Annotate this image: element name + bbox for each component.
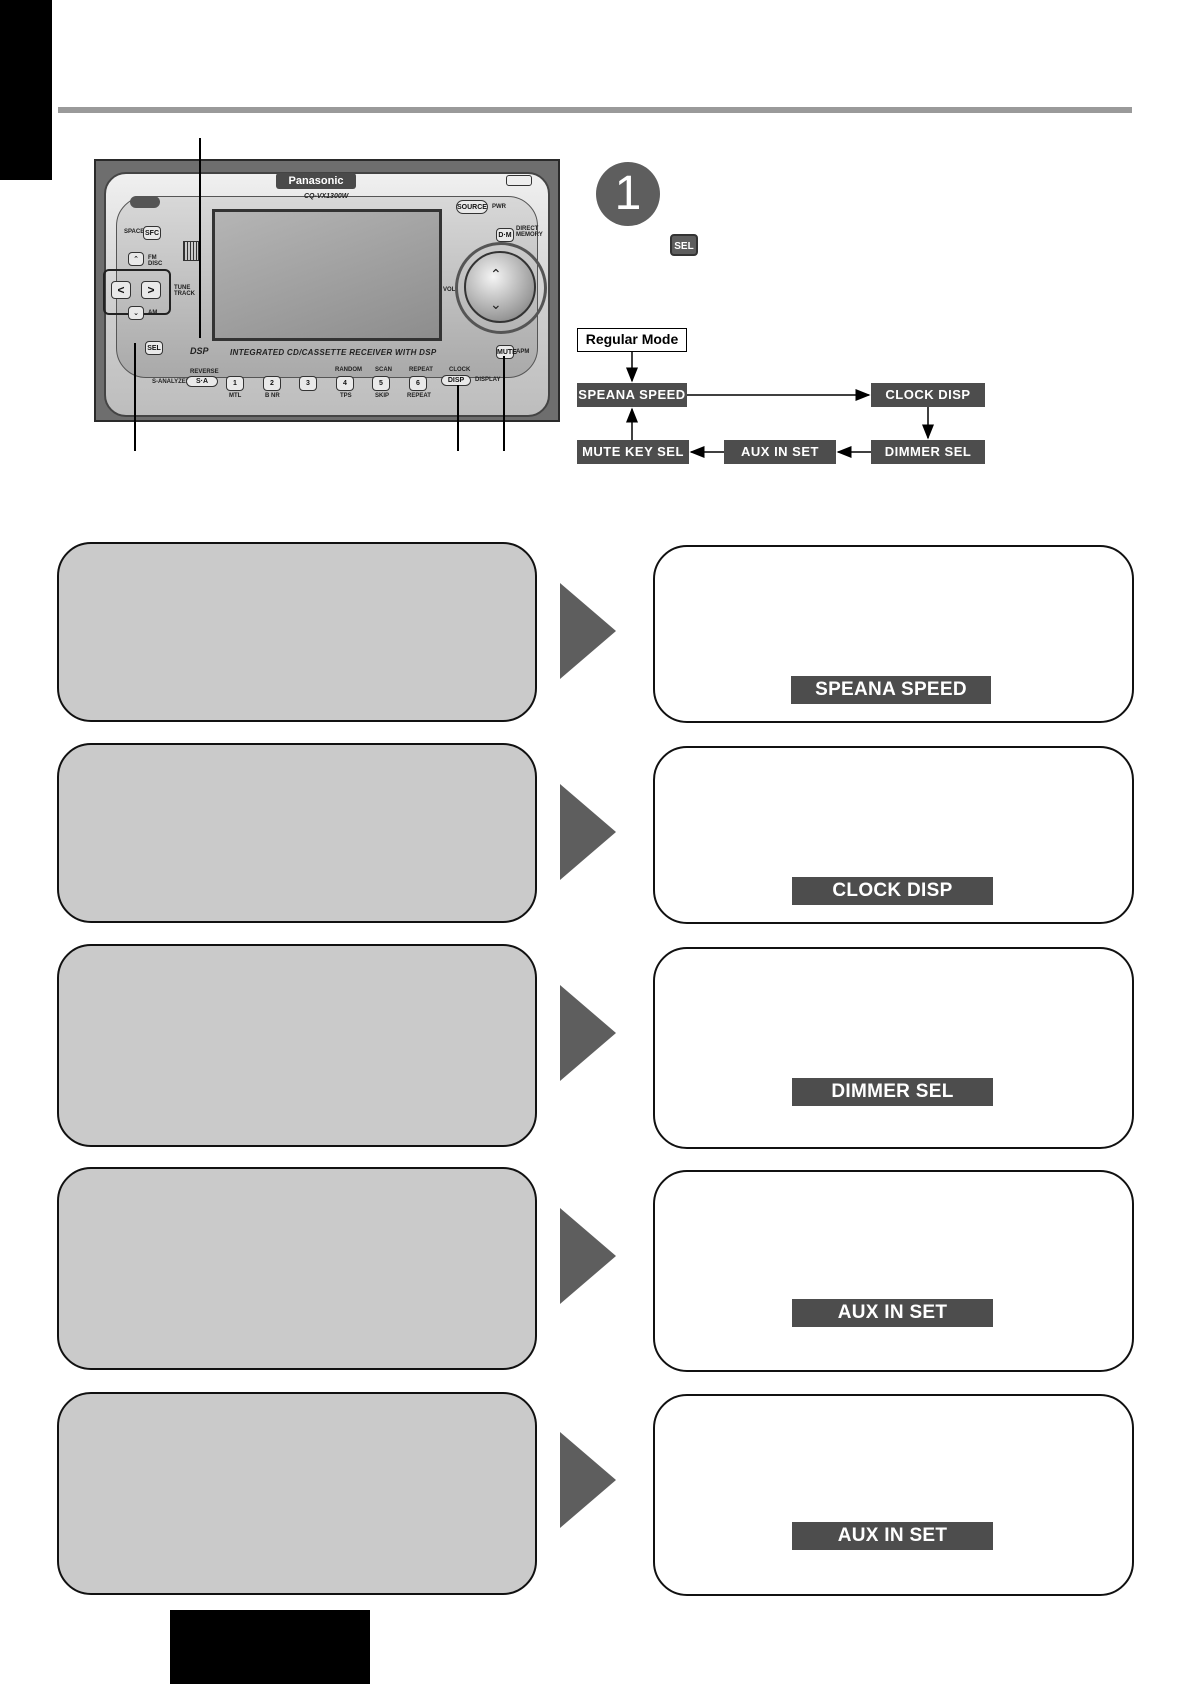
corner-tab bbox=[0, 0, 52, 180]
repeat-label: REPEAT bbox=[409, 367, 433, 373]
flow-node-dimmer-sel: DIMMER SEL bbox=[871, 440, 985, 464]
step-panel-left-4 bbox=[57, 1167, 537, 1370]
vol-label: VOL bbox=[443, 287, 456, 293]
callout-line-left bbox=[134, 343, 136, 451]
callout-line-sel bbox=[199, 138, 201, 338]
left-arrow-button[interactable]: < bbox=[111, 281, 131, 299]
model-number: CQ-VX1300W bbox=[304, 193, 349, 200]
flow-node-clock-disp: CLOCK DISP bbox=[871, 383, 985, 407]
flow-node-mute-key-sel: MUTE KEY SEL bbox=[577, 440, 689, 464]
display-readout-4: AUX IN SET bbox=[792, 1299, 993, 1327]
display-panel-3 bbox=[653, 947, 1134, 1149]
bnr-label: B NR bbox=[265, 393, 280, 399]
callout-line-disp bbox=[457, 385, 459, 451]
tps-label: TPS bbox=[340, 393, 352, 399]
tune-track-label: TUNE TRACK bbox=[174, 285, 195, 297]
header-rule bbox=[58, 107, 1132, 113]
next-arrow-icon-5 bbox=[560, 1432, 616, 1528]
flow-start-regular-mode: Regular Mode bbox=[577, 328, 687, 352]
preset-6-button[interactable]: 6 bbox=[409, 376, 427, 391]
source-button[interactable]: SOURCE bbox=[456, 200, 488, 214]
display-readout-5: AUX IN SET bbox=[792, 1522, 993, 1550]
preset-1-button[interactable]: 1 bbox=[226, 376, 244, 391]
volume-knob[interactable] bbox=[464, 251, 536, 323]
repeat-bottom-label: REPEAT bbox=[407, 393, 431, 399]
down-button[interactable]: ⌄ bbox=[128, 306, 144, 320]
am-label: AM bbox=[148, 310, 158, 316]
display-label: DISPLAY bbox=[475, 377, 501, 383]
reverse-label: REVERSE bbox=[190, 369, 219, 375]
display-readout-3: DIMMER SEL bbox=[792, 1078, 993, 1106]
preset-5-button[interactable]: 5 bbox=[372, 376, 390, 391]
mute-button[interactable]: MUTE bbox=[496, 345, 517, 359]
receiver-display-screen bbox=[212, 209, 442, 341]
preset-3-button[interactable]: 3 bbox=[299, 376, 317, 391]
sa-button[interactable]: S·A bbox=[186, 376, 218, 387]
flow-node-speana-speed: SPEANA SPEED bbox=[577, 383, 687, 407]
callout-line-mute bbox=[503, 356, 505, 451]
volume-ring bbox=[455, 242, 547, 334]
dm-button[interactable]: D·M bbox=[496, 228, 514, 242]
step-panel-left-2 bbox=[57, 743, 537, 923]
preset-2-button[interactable]: 2 bbox=[263, 376, 281, 391]
volume-up-icon: ⌃ bbox=[490, 266, 502, 282]
sfc-button[interactable]: SFC bbox=[143, 226, 161, 240]
apm-label: APM bbox=[516, 349, 530, 355]
step-panel-left-1 bbox=[57, 542, 537, 722]
disp-button[interactable]: DISP bbox=[441, 375, 471, 386]
mtl-label: MTL bbox=[229, 393, 242, 399]
display-readout-2: CLOCK DISP bbox=[792, 877, 993, 905]
brand-logo: Panasonic bbox=[276, 173, 356, 189]
next-arrow-icon-4 bbox=[560, 1208, 616, 1304]
skip-label: SKIP bbox=[375, 393, 390, 399]
display-panel-4 bbox=[653, 1170, 1134, 1372]
flow-node-aux-in-set: AUX IN SET bbox=[724, 440, 836, 464]
flow-arrows bbox=[626, 352, 934, 458]
display-readout-1: SPEANA SPEED bbox=[791, 676, 991, 704]
sel-button[interactable]: SEL bbox=[145, 341, 163, 355]
page-number-tab bbox=[170, 1610, 370, 1684]
next-arrow-icon-3 bbox=[560, 985, 616, 1081]
fm-disc-label: FM DISC bbox=[148, 255, 163, 267]
next-arrow-icon-1 bbox=[560, 583, 616, 679]
clock-label: CLOCK bbox=[449, 367, 471, 373]
scan-label: SCAN bbox=[375, 367, 393, 373]
receiver-description: INTEGRATED CD/CASSETTE RECEIVER WITH DSP bbox=[230, 348, 437, 357]
open-button[interactable] bbox=[130, 196, 160, 208]
preset-4-button[interactable]: 4 bbox=[336, 376, 354, 391]
space-label: SPACE bbox=[124, 229, 145, 235]
cd-slot-icon bbox=[183, 241, 199, 261]
s-analyzer-label: S-ANALYZER bbox=[152, 379, 191, 385]
volume-down-icon: ⌄ bbox=[490, 296, 502, 312]
sel-key-icon: SEL bbox=[670, 234, 698, 256]
dsp-logo: DSP bbox=[190, 346, 209, 356]
step-panel-left-3 bbox=[57, 944, 537, 1147]
direct-memory-label: DIRECT MEMORY bbox=[516, 226, 543, 238]
random-label: RANDOM bbox=[335, 367, 362, 373]
right-arrow-button[interactable]: > bbox=[141, 281, 161, 299]
next-arrow-icon-2 bbox=[560, 784, 616, 880]
pwr-label: PWR bbox=[492, 204, 506, 210]
up-button[interactable]: ⌃ bbox=[128, 252, 144, 266]
display-panel-5 bbox=[653, 1394, 1134, 1596]
eject-button[interactable] bbox=[506, 175, 532, 186]
step-number-badge: 1 bbox=[596, 162, 660, 226]
step-panel-left-5 bbox=[57, 1392, 537, 1595]
